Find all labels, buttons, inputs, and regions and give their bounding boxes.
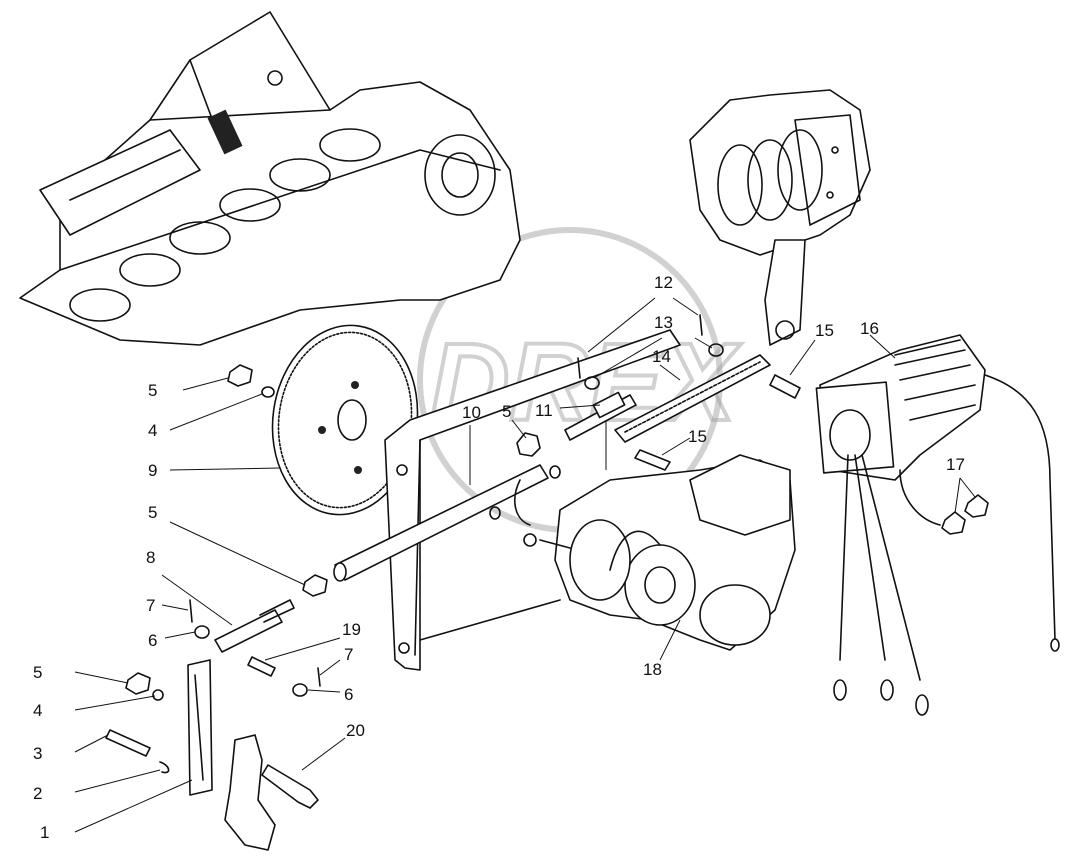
callout-10: 10 — [462, 403, 481, 422]
part-6-washer-b — [292, 683, 308, 697]
callout-15b: 15 — [688, 427, 707, 446]
leader-lines — [74, 297, 976, 833]
callout-14: 14 — [652, 347, 671, 366]
callout-6b: 6 — [344, 685, 353, 704]
callout-20: 20 — [346, 721, 365, 740]
part-4-washer-b — [152, 689, 164, 701]
callout-15a: 15 — [815, 321, 834, 340]
callout-8: 8 — [146, 548, 155, 567]
part-7-pin-a — [189, 599, 193, 623]
part-4-washer-a — [261, 386, 275, 398]
callout-7a: 7 — [146, 596, 155, 615]
callout-5c: 5 — [148, 503, 157, 522]
small-parts — [105, 314, 724, 851]
callout-1: 1 — [40, 823, 49, 842]
part-5-nut-a — [227, 364, 253, 387]
part-14-rack — [614, 354, 771, 443]
part-11-pin — [564, 391, 637, 441]
part-17-nuts — [941, 494, 989, 535]
part-16-motor — [815, 334, 1060, 716]
callout-4a: 4 — [33, 701, 42, 720]
part-7-pin-b — [317, 667, 321, 687]
part-13-washer-a — [708, 343, 724, 357]
part-5-nut-b — [516, 432, 541, 457]
switch-assembly — [689, 89, 871, 346]
callout-5b: 5 — [148, 381, 157, 400]
engine-block — [19, 11, 521, 346]
callout-7b: 7 — [344, 645, 353, 664]
part-13-washer-b — [584, 376, 600, 390]
part-2-clip — [159, 761, 170, 774]
part-1-link — [187, 659, 213, 796]
part-18-gearbox — [523, 454, 796, 651]
callout-6a: 6 — [148, 631, 157, 650]
callout-17: 17 — [946, 455, 965, 474]
callout-labels: 1 2 3 4 4 5 5 5 5 6 6 7 7 8 9 10 11 12 1… — [33, 273, 965, 842]
part-20-bolt — [261, 764, 319, 809]
callout-12: 12 — [654, 273, 673, 292]
part-3-bolt — [105, 729, 151, 757]
part-12-pin-b — [577, 357, 581, 379]
callout-11: 11 — [535, 401, 553, 420]
callout-18: 18 — [643, 660, 662, 679]
part-5-nut-c — [302, 574, 328, 597]
part-10-shaft — [333, 464, 549, 582]
callout-19: 19 — [342, 620, 361, 639]
callout-16: 16 — [860, 319, 879, 338]
callout-5a: 5 — [33, 663, 42, 682]
part-19-pin — [247, 656, 276, 677]
part-12-pin-a — [699, 314, 703, 336]
callout-5d: 5 — [502, 402, 511, 421]
callout-4b: 4 — [148, 421, 157, 440]
bracket-plate — [384, 329, 681, 671]
part-15-bolts — [634, 374, 801, 471]
part-5-nut-d — [125, 672, 151, 695]
lever-bracket — [224, 734, 276, 851]
callout-9: 9 — [148, 461, 157, 480]
callout-3: 3 — [33, 744, 42, 763]
part-6-washer-a — [194, 625, 210, 639]
callout-2: 2 — [33, 784, 42, 803]
callout-13: 13 — [654, 313, 673, 332]
part-8-fork — [214, 609, 283, 653]
